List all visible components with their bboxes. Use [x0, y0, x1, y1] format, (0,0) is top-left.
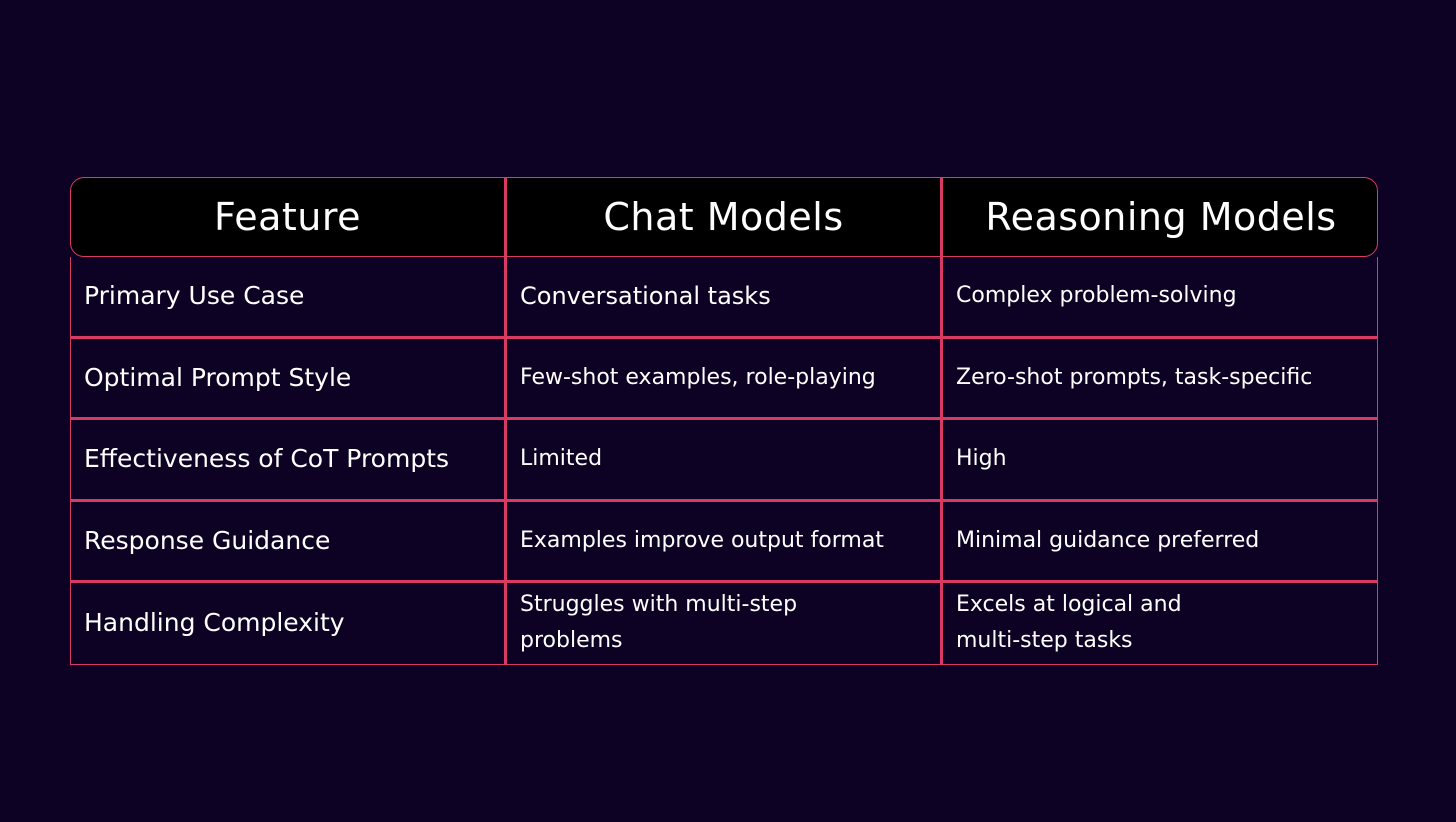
comparison-table: Feature Chat Models Reasoning Models Pri… — [70, 177, 1378, 665]
feature-cell: Effectiveness of CoT Prompts — [71, 420, 507, 499]
table-header: Feature Chat Models Reasoning Models — [70, 177, 1378, 257]
feature-cell: Primary Use Case — [71, 257, 507, 336]
header-chat-models: Chat Models — [507, 178, 943, 256]
feature-cell: Handling Complexity — [71, 583, 507, 664]
feature-cell: Optimal Prompt Style — [71, 338, 507, 417]
chat-cell: Few-shot examples, role-playing — [507, 338, 943, 417]
reasoning-cell: Zero-shot prompts, task-specific — [956, 364, 1313, 390]
chat-cell: Examples improve output format — [507, 501, 943, 580]
table-row: Optimal Prompt Style Few-shot examples, … — [70, 338, 1378, 420]
header-feature: Feature — [71, 178, 507, 256]
table-row: Response Guidance Examples improve outpu… — [70, 501, 1378, 583]
reasoning-cell: Minimal guidance preferred — [956, 527, 1260, 553]
table-row: Effectiveness of CoT Prompts Limited Hig… — [70, 420, 1378, 502]
chat-cell: Struggles with multi-step problems — [507, 583, 943, 664]
table-row: Primary Use Case Conversational tasks Co… — [70, 257, 1378, 339]
chat-cell: Limited — [507, 420, 943, 499]
feature-cell: Response Guidance — [71, 501, 507, 580]
reasoning-cell: Complex problem-solving — [956, 283, 1237, 309]
table-row: Handling Complexity Struggles with multi… — [70, 583, 1378, 665]
chat-cell: Conversational tasks — [507, 257, 943, 336]
reasoning-cell: High — [956, 446, 1007, 472]
reasoning-cell: Excels at logical and multi-step tasks — [956, 592, 1182, 654]
header-reasoning-models: Reasoning Models — [985, 195, 1337, 239]
